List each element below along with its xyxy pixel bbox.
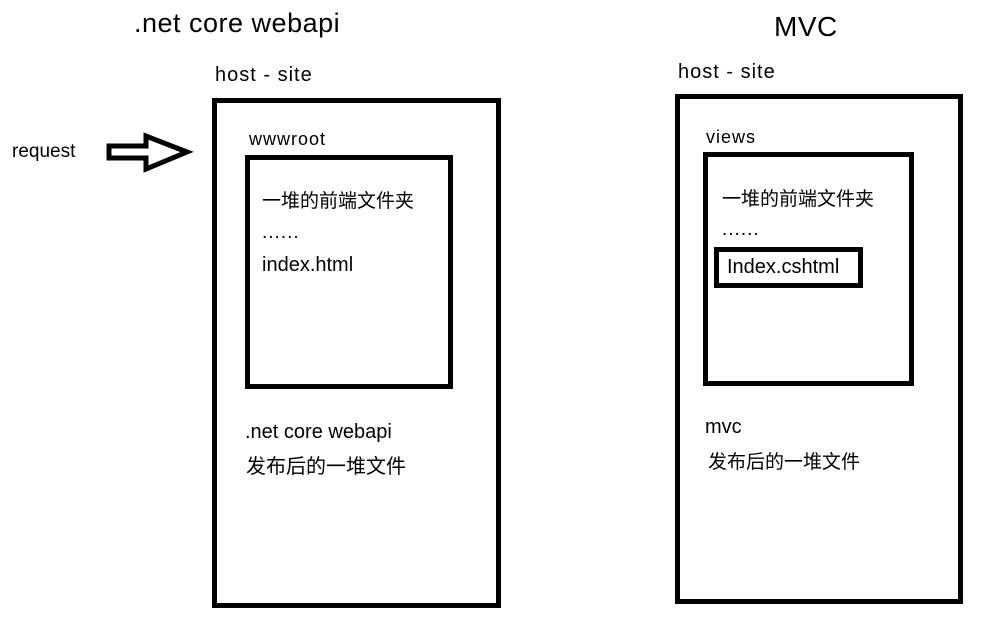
right-footer-line-2: 发布后的一堆文件 xyxy=(708,452,861,473)
right-index-cshtml-box: Index.cshtml xyxy=(714,247,863,288)
right-host-site-label: host - site xyxy=(678,61,776,83)
right-index-cshtml-label: Index.cshtml xyxy=(727,256,840,278)
left-wwwroot-box xyxy=(245,155,453,389)
right-footer-line-1: mvc xyxy=(705,416,742,438)
left-wwwroot-label: wwwroot xyxy=(249,129,327,149)
left-host-site-label: host - site xyxy=(215,64,313,86)
left-inner-line-indexhtml: index.html xyxy=(262,254,354,276)
right-diagram-title: MVC xyxy=(774,11,838,42)
request-label: request xyxy=(12,141,76,162)
left-inner-line-dots: ...... xyxy=(262,222,300,243)
left-diagram-title: .net core webapi xyxy=(134,8,341,38)
left-inner-line-folders: 一堆的前端文件夹 xyxy=(262,191,415,212)
right-inner-line-folders: 一堆的前端文件夹 xyxy=(722,189,875,210)
left-footer-line-1: .net core webapi xyxy=(245,421,392,443)
left-footer-line-2: 发布后的一堆文件 xyxy=(246,456,406,478)
request-arrow-icon xyxy=(106,132,194,173)
right-views-label: views xyxy=(706,127,757,147)
right-inner-line-dots: ...... xyxy=(722,219,760,240)
